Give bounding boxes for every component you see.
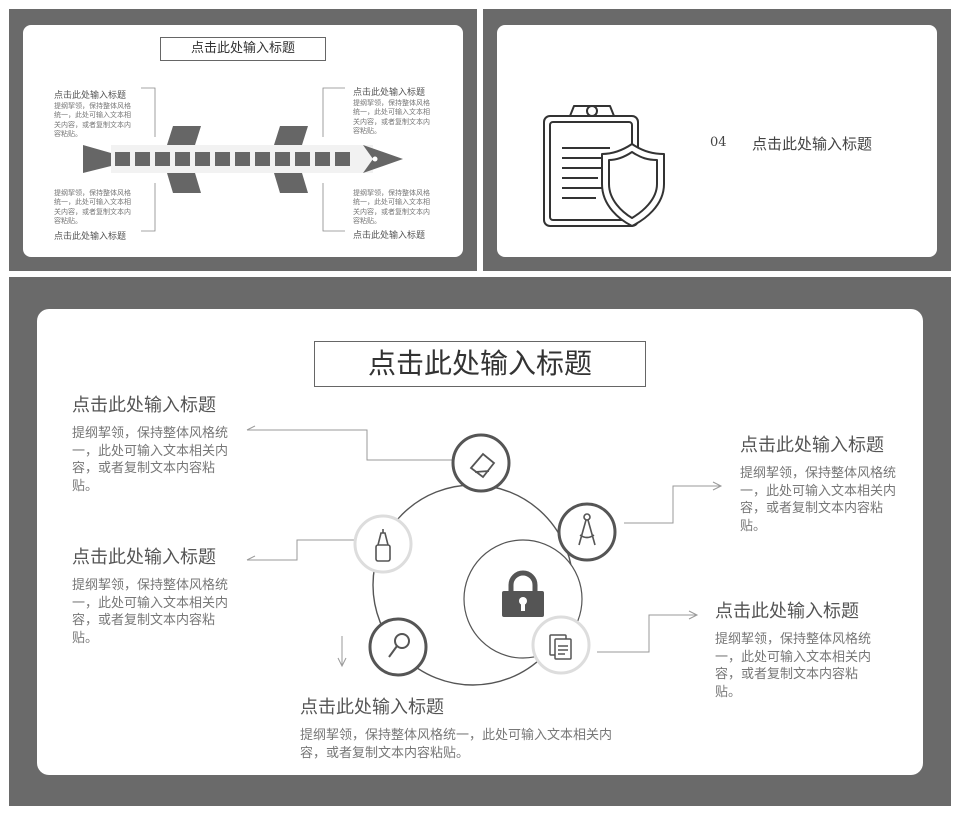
slide-c-heading-5: 点击此处输入标题 — [300, 697, 444, 718]
slide-b-card — [497, 25, 937, 257]
slide-c-text-4: 提纲挈领，保持整体风格统一，此处可输入文本相关内容，或者复制文本内容粘贴。 — [715, 632, 872, 700]
lock-icon — [502, 570, 544, 617]
slide-a-heading-2: 点击此处输入标题 — [353, 88, 426, 98]
slide-c-text-1: 提纲挈领，保持整体风格统一，此处可输入文本相关内容，或者复制文本内容粘贴。 — [72, 426, 229, 494]
slide-c-title[interactable]: 点击此处输入标题 — [314, 341, 646, 387]
slide-c-heading-4: 点击此处输入标题 — [715, 601, 859, 622]
slide-a-text-4: 提纲挈领，保持整体风格统一，此处可输入文本相关内容，或者复制文本内容粘贴。 — [353, 189, 430, 226]
clipboard-shield-icon — [543, 105, 665, 227]
slide-c-heading-2: 点击此处输入标题 — [72, 547, 216, 568]
slide-c-text-2: 提纲挈领，保持整体风格统一，此处可输入文本相关内容，或者复制文本内容粘贴。 — [72, 578, 229, 646]
node-magnifier — [368, 617, 428, 677]
slide-c-text-5: 提纲挈领，保持整体风格统一，此处可输入文本相关内容，或者复制文本内容粘贴。 — [300, 728, 613, 761]
slide-a-title[interactable]: 点击此处输入标题 — [160, 37, 326, 61]
slide-c-heading-3: 点击此处输入标题 — [740, 435, 884, 456]
slide-a-text-1: 提纲挈领，保持整体风格统一，此处可输入文本相关内容，或者复制文本内容粘贴。 — [54, 102, 131, 139]
cycle-diagram — [246, 425, 723, 686]
slide-b-number: 04 — [710, 135, 727, 150]
slide-c-heading-1: 点击此处输入标题 — [72, 395, 216, 416]
slide-a-heading-4: 点击此处输入标题 — [353, 231, 426, 241]
node-documents — [531, 615, 591, 675]
slide-a-text-3: 提纲挈领，保持整体风格统一，此处可输入文本相关内容，或者复制文本内容粘贴。 — [54, 189, 131, 226]
node-compass — [557, 502, 617, 562]
slide-c-text-3: 提纲挈领，保持整体风格统一，此处可输入文本相关内容，或者复制文本内容粘贴。 — [740, 466, 897, 534]
slide-a-heading-3: 点击此处输入标题 — [54, 232, 127, 242]
node-eraser — [451, 433, 511, 493]
rocket-diagram — [83, 87, 403, 232]
slide-a-text-2: 提纲挈领，保持整体风格统一，此处可输入文本相关内容，或者复制文本内容粘贴。 — [353, 99, 430, 136]
slide-a-card — [23, 25, 463, 257]
slide-a-heading-1: 点击此处输入标题 — [54, 91, 127, 101]
node-marker — [353, 514, 413, 574]
slide-b-title[interactable]: 点击此处输入标题 — [752, 135, 873, 153]
